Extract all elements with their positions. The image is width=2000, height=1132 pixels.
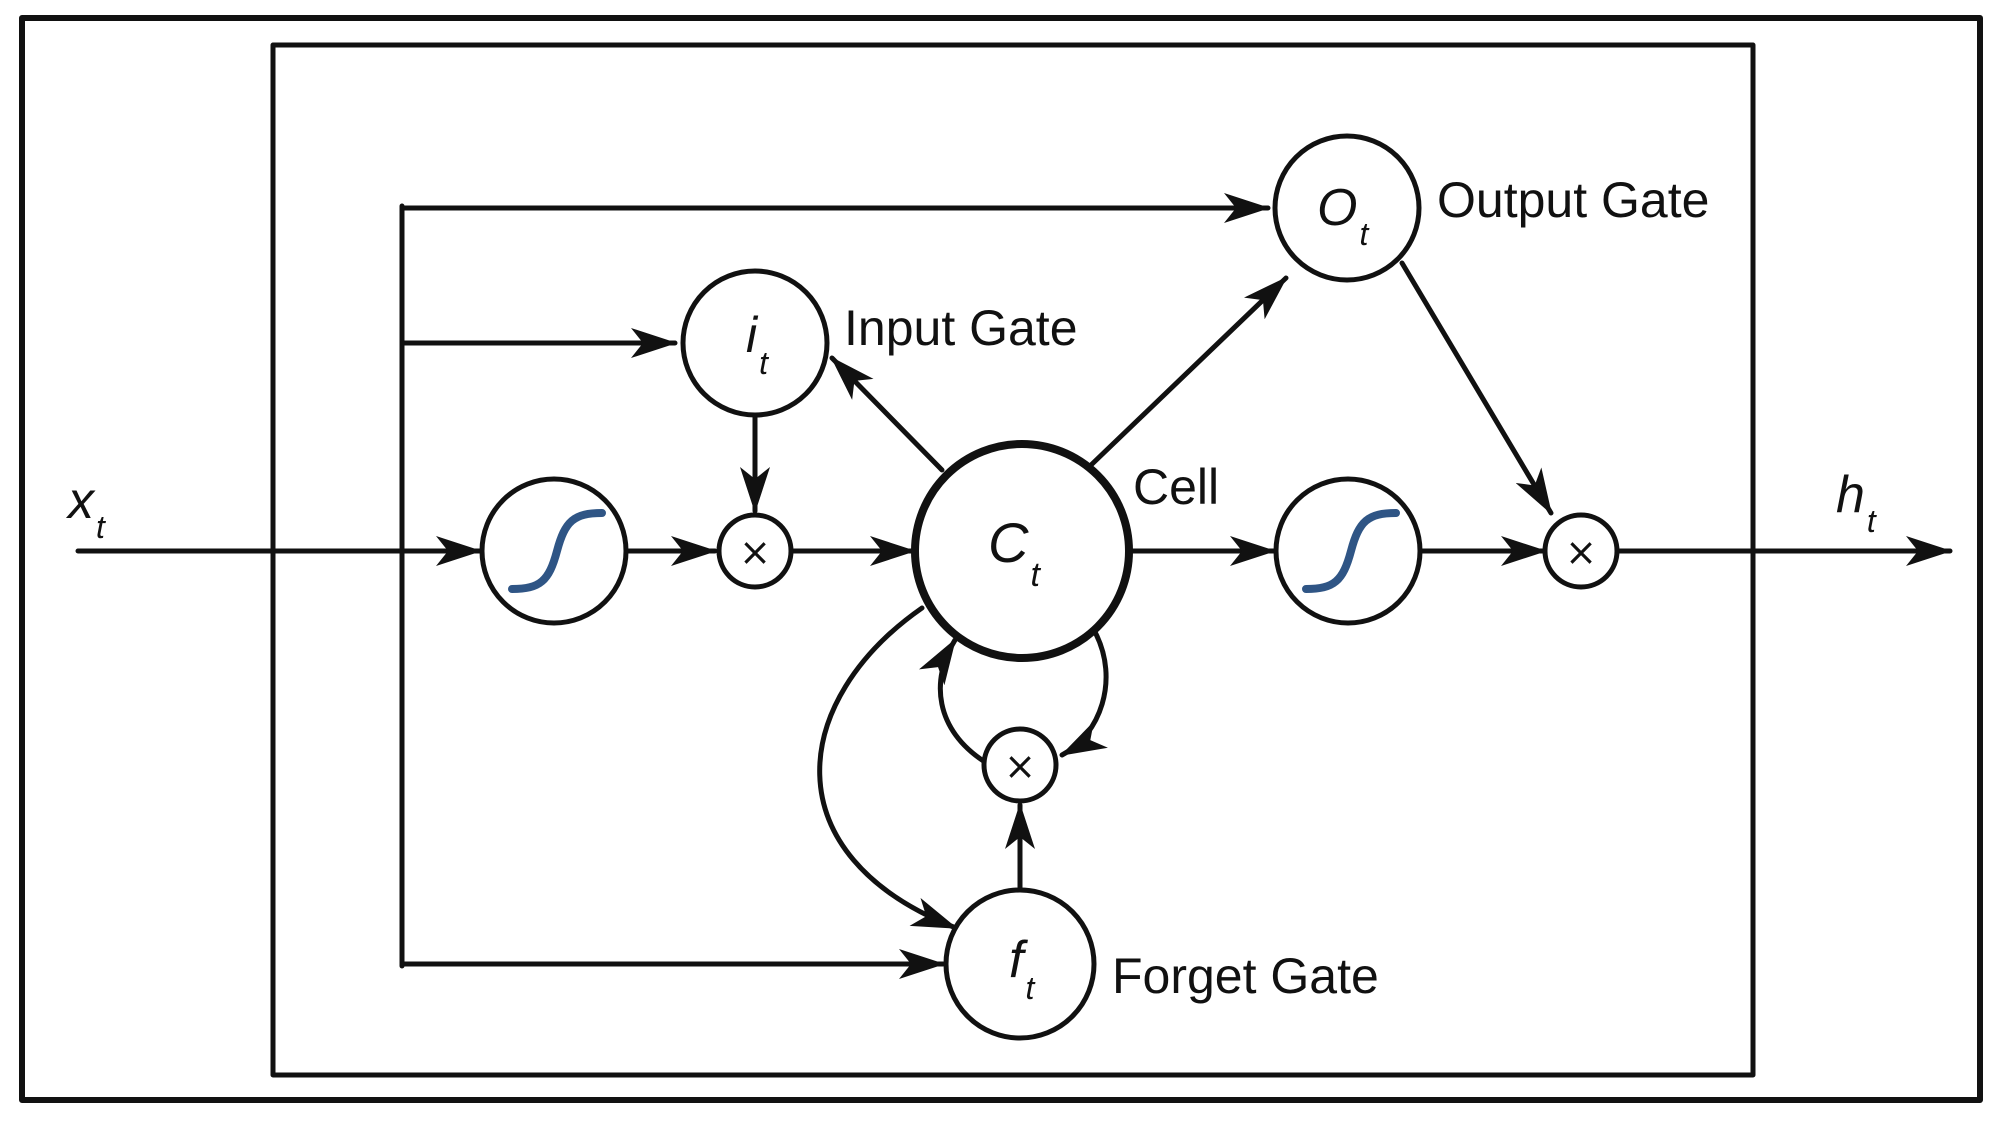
sigmoid-curve-icon (1302, 509, 1400, 593)
output-gate-to-multiply (1399, 260, 1554, 516)
output-activation-node (1273, 476, 1423, 626)
cell-node: Ct (911, 440, 1133, 662)
svg-text:it: it (746, 307, 769, 381)
sigmoid-curve-icon (508, 509, 606, 593)
forget-gate-node: ft (943, 887, 1097, 1041)
input-subscript: t (96, 509, 106, 545)
multiply-symbol: × (1565, 530, 1597, 574)
cell-subscript: t (1030, 556, 1041, 594)
input-gate-symbol: i (746, 307, 759, 363)
cell-to-output-gate (1087, 275, 1289, 469)
output-gate-label: Output Gate (1437, 172, 1709, 228)
svg-text:ft: ft (1009, 931, 1035, 1006)
outer-frame (19, 15, 1983, 1103)
svg-text:Ot: Ot (1317, 179, 1369, 252)
output-multiply-node: × (1542, 512, 1620, 590)
cell-label: Cell (1133, 459, 1219, 515)
cell-symbol: C (988, 511, 1029, 574)
output-gate-node: Ot (1272, 133, 1422, 283)
output-gate-subscript: t (1359, 216, 1369, 252)
output-subscript: t (1867, 503, 1877, 539)
input-multiply-node: × (716, 512, 794, 590)
input-variable: xt (65, 472, 106, 545)
output-gate-symbol: O (1317, 179, 1357, 237)
forget-gate-subscript: t (1025, 970, 1035, 1006)
forget-multiply-node: × (981, 726, 1059, 804)
input-symbol: x (65, 472, 96, 530)
cell-to-forget-multiply (1059, 629, 1109, 758)
input-gate-label: Input Gate (844, 300, 1078, 356)
output-variable: ht (1836, 466, 1877, 539)
input-activation-node (479, 476, 629, 626)
forget-multiply-to-cell (918, 637, 988, 765)
svg-text:Ct: Ct (988, 511, 1041, 594)
multiply-symbol: × (739, 530, 771, 574)
output-symbol: h (1836, 466, 1865, 524)
input-gate-node: it (680, 268, 830, 418)
multiply-symbol: × (1004, 744, 1036, 788)
input-gate-subscript: t (759, 345, 769, 381)
cell-to-forget-gate (817, 605, 959, 931)
forget-gate-symbol: f (1009, 931, 1028, 989)
forget-gate-label: Forget Gate (1112, 948, 1379, 1004)
cell-to-input-gate (829, 355, 945, 473)
inner-frame (270, 42, 1756, 1078)
